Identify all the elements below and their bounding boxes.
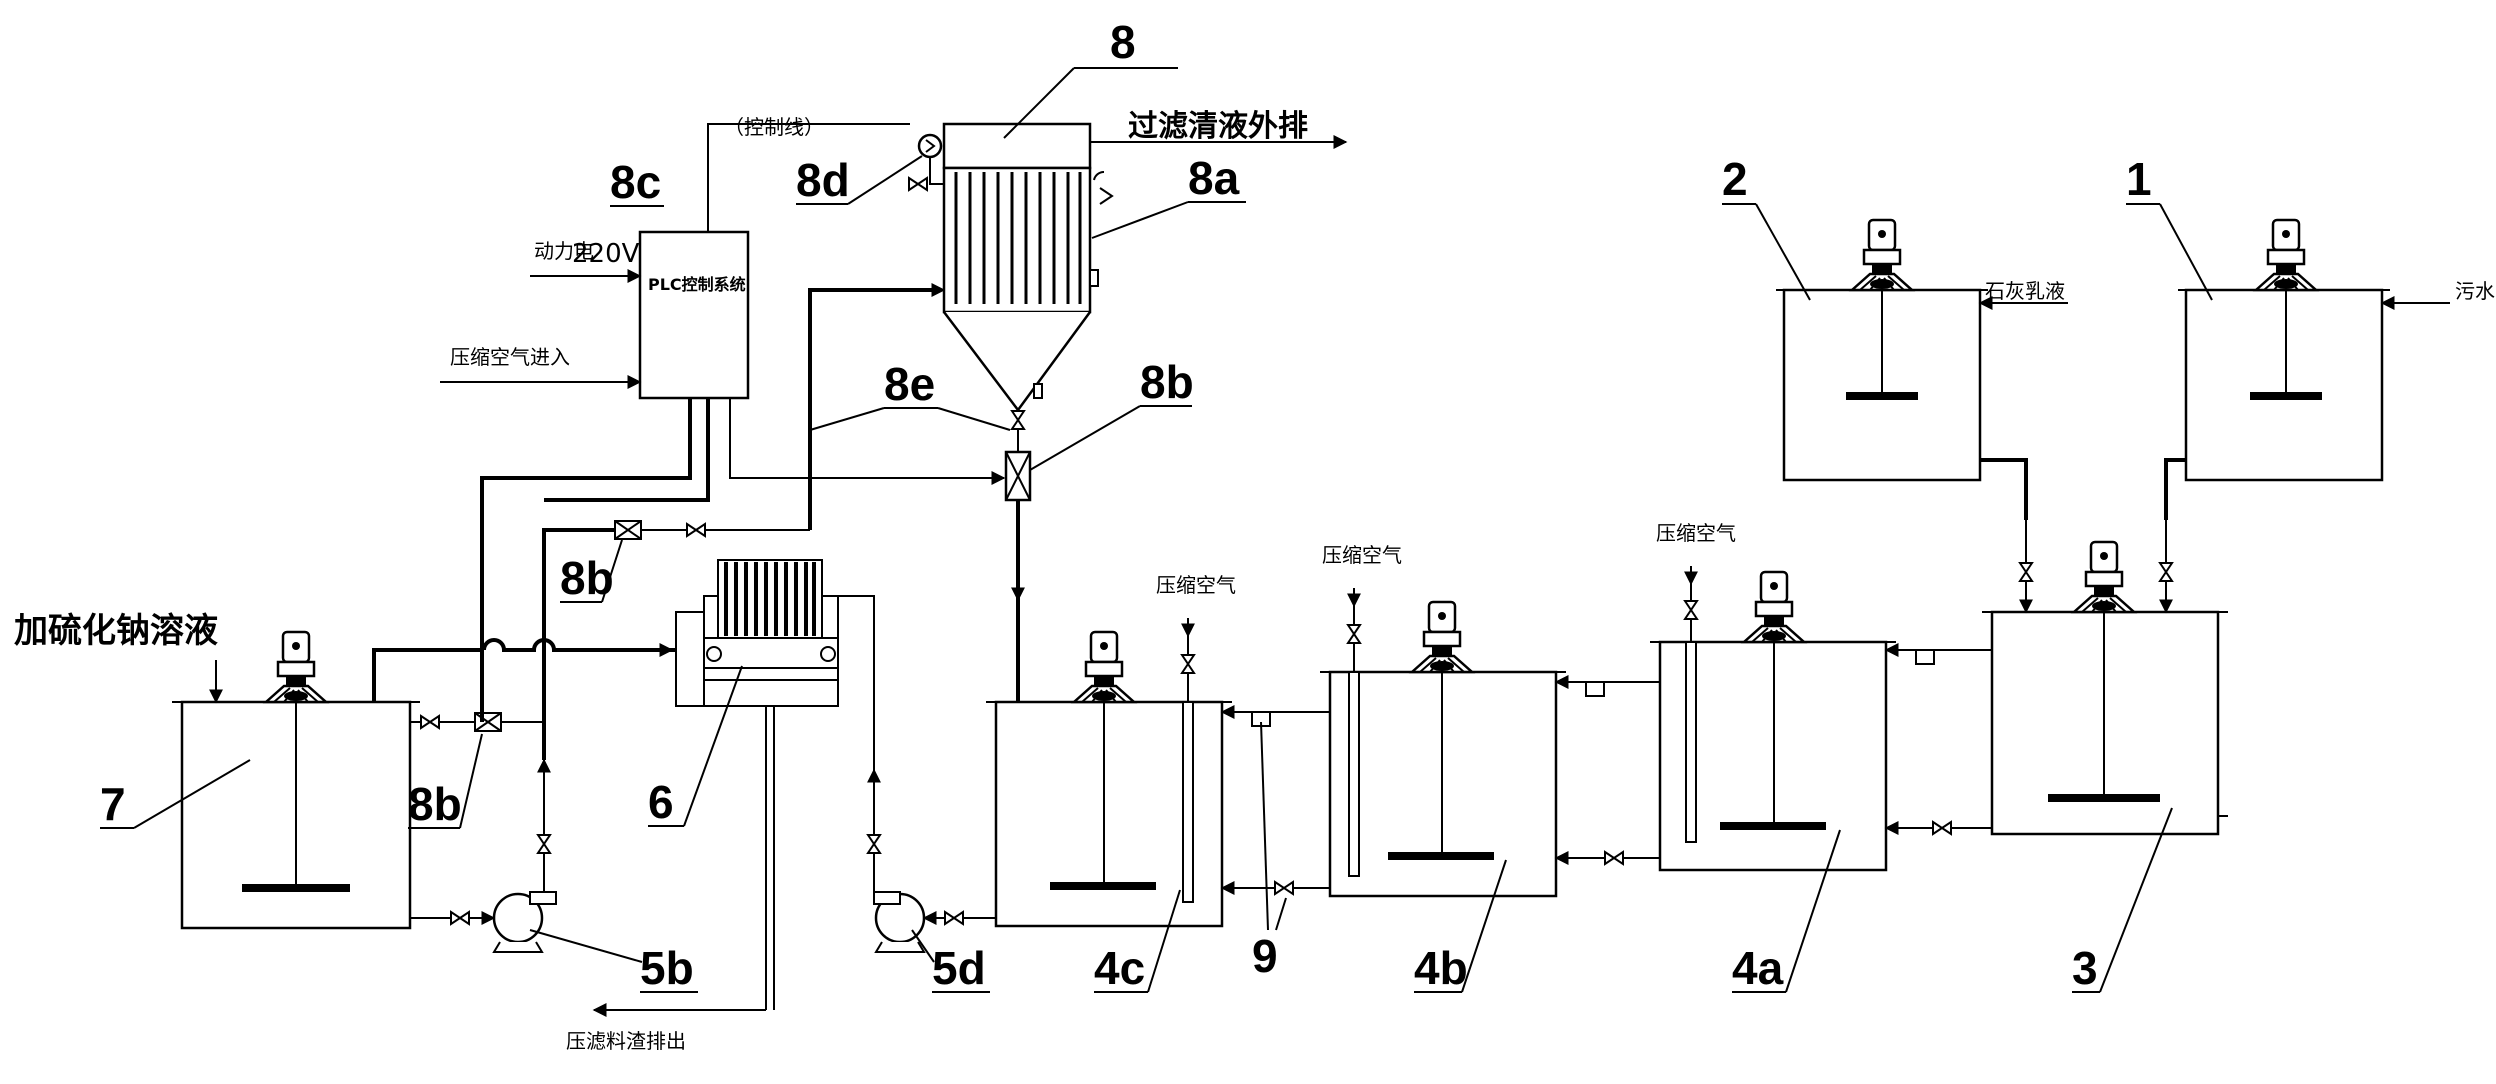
compressed-air-4c-label: 压缩空气 xyxy=(1156,573,1236,597)
label-8d: 8d xyxy=(796,154,850,206)
filter-press-6 xyxy=(592,559,839,1017)
tank-7 xyxy=(172,630,420,930)
label-8c: 8c xyxy=(610,156,661,208)
label-4a: 4a xyxy=(1732,942,1784,994)
label-8a: 8a xyxy=(1188,152,1240,204)
label-1: 1 xyxy=(2126,153,2152,205)
tank-4b xyxy=(1320,588,1566,898)
power-voltage-label: 220V xyxy=(572,239,640,269)
tank-2 xyxy=(1776,218,2068,482)
compressed-air-4a-label: 压缩空气 xyxy=(1656,521,1736,545)
label-7: 7 xyxy=(100,778,126,830)
label-8b-top: 8b xyxy=(1140,356,1194,408)
label-6: 6 xyxy=(648,776,674,828)
label-8b-mid: 8b xyxy=(560,552,614,604)
label-3: 3 xyxy=(2072,942,2098,994)
lime-milk-label: 石灰乳液 xyxy=(1985,279,2065,303)
bag-filter-8 xyxy=(942,122,1348,702)
label-9: 9 xyxy=(1252,930,1278,982)
label-5d: 5d xyxy=(932,942,986,994)
filter-residue-label: 压滤料渣排出 xyxy=(566,1029,686,1053)
pump-5d xyxy=(820,595,996,953)
label-5b: 5b xyxy=(640,942,694,994)
label-8b-low: 8b xyxy=(408,778,462,830)
label-2: 2 xyxy=(1722,153,1748,205)
wastewater-label: 污水 xyxy=(2455,279,2495,303)
pressure-gauge-8d xyxy=(908,133,944,191)
label-4b: 4b xyxy=(1414,942,1468,994)
filtrate-out-label: 过滤清液外排 xyxy=(1128,109,1308,144)
label-8e: 8e xyxy=(884,358,935,410)
label-8: 8 xyxy=(1110,16,1136,68)
tank-4a xyxy=(1650,566,1896,872)
sulfide-solution-label: 加硫化钠溶液 xyxy=(14,611,218,651)
tank-3 xyxy=(1982,540,2228,836)
control-line-label: （控制线） xyxy=(724,115,824,139)
compressed-air-4b-label: 压缩空气 xyxy=(1322,543,1402,567)
plc-control-8c xyxy=(440,123,990,722)
power-prefix-label: 动力电 xyxy=(534,239,594,263)
tank-1 xyxy=(2178,218,2450,482)
label-4c: 4c xyxy=(1094,942,1145,994)
tank-4c xyxy=(986,618,1232,928)
plc-box-label: PLC控制系统 xyxy=(648,275,746,294)
air-inlet-label: 压缩空气进入 xyxy=(450,345,570,369)
